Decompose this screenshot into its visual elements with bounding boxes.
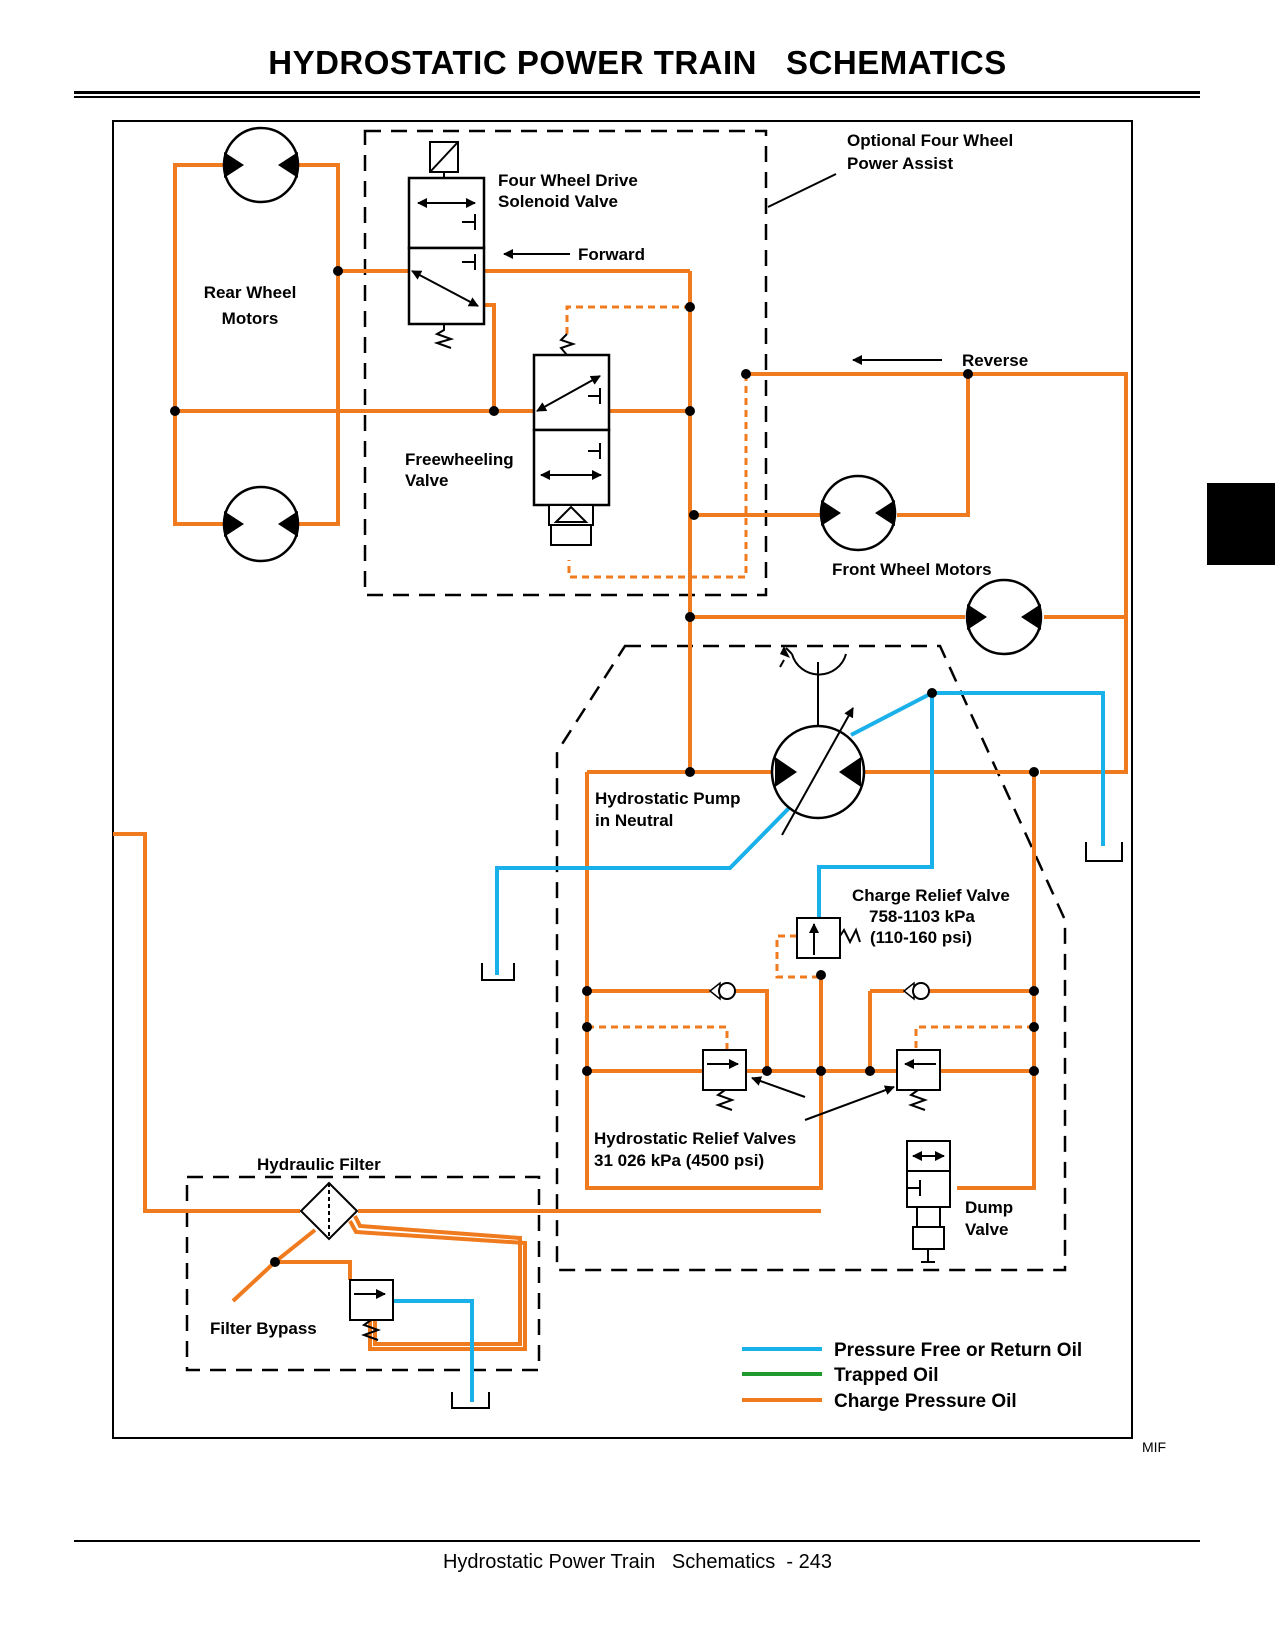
- front-wheel-motors-label: Front Wheel Motors: [832, 560, 992, 579]
- diagram-frame: [112, 120, 1133, 1439]
- solenoid-valve-label-1: Four Wheel Drive: [498, 171, 638, 190]
- rear-motor-top-icon: [222, 126, 300, 204]
- page-title: HYDROSTATIC POWER TRAIN SCHEMATICS: [268, 44, 1007, 81]
- hydraulic-filter-label: Hydraulic Filter: [257, 1155, 381, 1174]
- freewheeling-valve-label-1: Freewheeling: [405, 450, 514, 469]
- hydrostatic-pump-icon: [770, 646, 866, 836]
- junction-dots: [170, 266, 1039, 1267]
- pump-boundary: [555, 644, 1067, 1272]
- pump-label-2: in Neutral: [595, 811, 673, 830]
- relief-callout-right: [804, 1085, 895, 1121]
- rear-wheel-motors-label-1: Rear Wheel: [204, 283, 297, 302]
- filter-bypass-label: Filter Bypass: [210, 1319, 317, 1338]
- section-tab: [1207, 483, 1275, 565]
- rear-motor-bottom-icon: [222, 485, 300, 563]
- dump-valve-label-2: Valve: [965, 1220, 1009, 1239]
- return-oil-lines: [392, 691, 1105, 1402]
- freewheeling-valve-icon: [532, 333, 611, 546]
- hydraulic-filter-icon: [299, 1181, 359, 1241]
- relief-callout-left: [751, 1076, 806, 1098]
- dump-valve-icon: [906, 1140, 951, 1263]
- solenoid-valve-label-2: Solenoid Valve: [498, 192, 618, 211]
- legend-label-return: Pressure Free or Return Oil: [834, 1340, 1082, 1361]
- check-valve-left-icon: [708, 981, 736, 1001]
- legend-label-charge: Charge Pressure Oil: [834, 1391, 1017, 1412]
- solenoid-valve-icon: [407, 141, 486, 349]
- legend-label-trapped: Trapped Oil: [834, 1365, 939, 1386]
- four-wheel-assist-boundary: [363, 129, 768, 597]
- relief-valves-label-1: Hydrostatic Relief Valves: [594, 1129, 796, 1148]
- header-rule-thin: [74, 96, 1200, 98]
- charge-relief-label-1: Charge Relief Valve: [852, 886, 1010, 905]
- tank-symbols: [451, 842, 1123, 1409]
- pilot-lines: [565, 305, 1034, 1050]
- optional-four-wheel-label-2: Power Assist: [847, 154, 953, 173]
- pump-label-1: Hydrostatic Pump: [595, 789, 740, 808]
- optional-callout-line: [767, 173, 837, 208]
- header-rule: [74, 91, 1200, 94]
- front-motor-top-icon: [819, 474, 897, 552]
- reverse-label: Reverse: [962, 351, 1028, 370]
- rear-wheel-motors-label-2: Motors: [222, 309, 279, 328]
- legend: Pressure Free or Return Oil Trapped Oil …: [742, 1340, 1082, 1412]
- dump-valve-label-1: Dump: [965, 1198, 1013, 1217]
- relief-valve-left-icon: [702, 1049, 747, 1111]
- mif-label: MIF: [1142, 1439, 1166, 1455]
- relief-valve-right-icon: [896, 1049, 941, 1111]
- check-valve-right-icon: [902, 981, 930, 1001]
- footer-rule: [74, 1540, 1200, 1542]
- footer-text: Hydrostatic Power Train Schematics - 243: [442, 1551, 833, 1573]
- optional-four-wheel-label-1: Optional Four Wheel: [847, 131, 1013, 150]
- charge-relief-label-2: 758-1103 kPa: [869, 907, 975, 926]
- relief-valves-label-2: 31 026 kPa (4500 psi): [594, 1151, 764, 1170]
- front-motor-bottom-icon: [965, 578, 1043, 656]
- freewheeling-valve-label-2: Valve: [405, 471, 449, 490]
- filter-boundary: [185, 1175, 541, 1372]
- charge-relief-valve-icon: [796, 917, 861, 959]
- filter-bypass-valve-icon: [349, 1279, 394, 1341]
- forward-label: Forward: [578, 245, 645, 264]
- charge-relief-label-3: (110-160 psi): [870, 928, 972, 947]
